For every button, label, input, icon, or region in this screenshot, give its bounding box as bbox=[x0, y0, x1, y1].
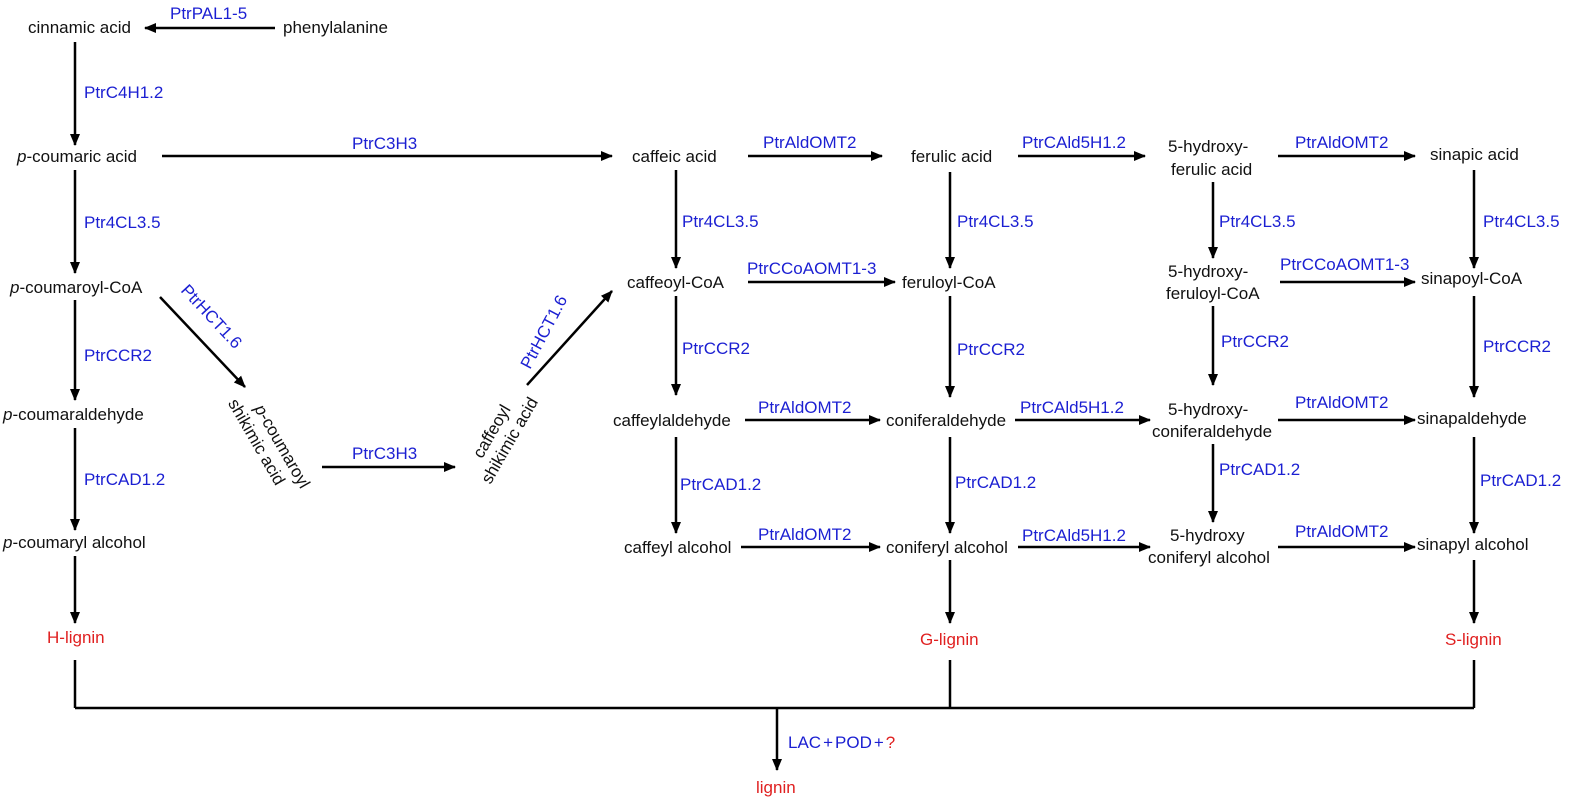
sinapoyl-coa-label: sinapoyl-CoA bbox=[1421, 269, 1523, 288]
hydroxy-coniferyl-alcohol-line2: coniferyl alcohol bbox=[1148, 548, 1270, 567]
enzyme-cad-3: PtrCAD1.2 bbox=[955, 473, 1036, 492]
enzyme-aldomt-4: PtrAldOMT2 bbox=[1295, 393, 1389, 412]
caffeoyl-coa-label: caffeoyl-CoA bbox=[627, 273, 725, 292]
p-coumaraldehyde-label: p-coumaraldehyde bbox=[2, 405, 144, 424]
enzyme-ccr-5: PtrCCR2 bbox=[1483, 337, 1551, 356]
sinapyl-alcohol-label: sinapyl alcohol bbox=[1417, 535, 1529, 554]
coniferyl-alcohol-label: coniferyl alcohol bbox=[886, 538, 1008, 557]
coniferaldehyde-label: coniferaldehyde bbox=[886, 411, 1006, 430]
enzyme-c3h-top: PtrC3H3 bbox=[352, 134, 417, 153]
p-coumaric-acid-label: p-coumaric acid bbox=[16, 147, 137, 166]
enzyme-cad-4: PtrCAD1.2 bbox=[1219, 460, 1300, 479]
enzyme-c4h: PtrC4H1.2 bbox=[84, 83, 163, 102]
enzyme-4cl-1: Ptr4CL3.5 bbox=[84, 213, 161, 232]
polymerization-enzymes: LAC+POD+? bbox=[788, 733, 895, 752]
ferulic-acid-label: ferulic acid bbox=[911, 147, 992, 166]
p-coumaryl-alcohol-label: p-coumaryl alcohol bbox=[2, 533, 146, 552]
enzyme-cald5h-1: PtrCAld5H1.2 bbox=[1022, 133, 1126, 152]
h-lignin-label: H-lignin bbox=[47, 628, 105, 647]
enzyme-aldomt-1: PtrAldOMT2 bbox=[763, 133, 857, 152]
arrow-coumaroylcoa-to-shikimate bbox=[159, 296, 246, 388]
enzyme-ccr-3: PtrCCR2 bbox=[957, 340, 1025, 359]
hydroxy-ferulic-acid-line1: 5-hydroxy- bbox=[1168, 137, 1248, 156]
enzyme-4cl-3: Ptr4CL3.5 bbox=[957, 212, 1034, 231]
enzyme-ccoaomt-2: PtrCCoAOMT1-3 bbox=[1280, 255, 1409, 274]
s-lignin-label: S-lignin bbox=[1445, 630, 1502, 649]
enzyme-aldomt-5: PtrAldOMT2 bbox=[758, 525, 852, 544]
enzyme-aldomt-6: PtrAldOMT2 bbox=[1295, 522, 1389, 541]
enzyme-cad-5: PtrCAD1.2 bbox=[1480, 471, 1561, 490]
enzyme-aldomt-2: PtrAldOMT2 bbox=[1295, 133, 1389, 152]
enzyme-ccr-1: PtrCCR2 bbox=[84, 346, 152, 365]
enzymes: PtrPAL1-5 PtrC4H1.2 PtrC3H3 PtrAldOMT2 P… bbox=[84, 4, 1561, 752]
metabolites: cinnamic acid phenylalanine p-coumaric a… bbox=[2, 18, 1529, 567]
enzyme-ccr-4: PtrCCR2 bbox=[1221, 332, 1289, 351]
hydroxy-feruloyl-coa-line2: feruloyl-CoA bbox=[1166, 284, 1260, 303]
p-coumaroyl-shikimic-acid-label: p-coumaroyl shikimic acid bbox=[224, 396, 314, 492]
enzyme-pal: PtrPAL1-5 bbox=[170, 4, 247, 23]
enzyme-4cl-4: Ptr4CL3.5 bbox=[1219, 212, 1296, 231]
enzyme-aldomt-3: PtrAldOMT2 bbox=[758, 398, 852, 417]
phenylalanine-label: phenylalanine bbox=[283, 18, 388, 37]
arrow-caffeoylshikimate-to-caffeoylcoa bbox=[526, 290, 613, 386]
caffeylaldehyde-label: caffeylaldehyde bbox=[613, 411, 731, 430]
enzyme-4cl-5: Ptr4CL3.5 bbox=[1483, 212, 1560, 231]
enzyme-c3h-bottom: PtrC3H3 bbox=[352, 444, 417, 463]
enzyme-cald5h-3: PtrCAld5H1.2 bbox=[1022, 526, 1126, 545]
hydroxy-ferulic-acid-line2: ferulic acid bbox=[1171, 160, 1252, 179]
g-lignin-label: G-lignin bbox=[920, 630, 979, 649]
enzyme-hct-1: PtrHCT1.6 bbox=[177, 281, 246, 353]
sinapaldehyde-label: sinapaldehyde bbox=[1417, 409, 1527, 428]
enzyme-hct-2: PtrHCT1.6 bbox=[517, 292, 571, 372]
enzyme-cald5h-2: PtrCAld5H1.2 bbox=[1020, 398, 1124, 417]
enzyme-ccr-2: PtrCCR2 bbox=[682, 339, 750, 358]
hydroxy-coniferaldehyde-line1: 5-hydroxy- bbox=[1168, 400, 1248, 419]
feruloyl-coa-label: feruloyl-CoA bbox=[902, 273, 996, 292]
caffeoyl-shikimic-acid-label: caffeoyl shikimic acid bbox=[469, 394, 542, 487]
enzyme-ccoaomt-1: PtrCCoAOMT1-3 bbox=[747, 259, 876, 278]
lignin-label: lignin bbox=[756, 778, 796, 797]
cinnamic-acid-label: cinnamic acid bbox=[28, 18, 131, 37]
enzyme-cad-2: PtrCAD1.2 bbox=[680, 475, 761, 494]
hydroxy-coniferaldehyde-line2: coniferaldehyde bbox=[1152, 422, 1272, 441]
enzyme-4cl-2: Ptr4CL3.5 bbox=[682, 212, 759, 231]
arrows bbox=[70, 23, 1479, 624]
sinapic-acid-label: sinapic acid bbox=[1430, 145, 1519, 164]
enzyme-cad-1: PtrCAD1.2 bbox=[84, 470, 165, 489]
caffeyl-alcohol-label: caffeyl alcohol bbox=[624, 538, 731, 557]
hydroxy-coniferyl-alcohol-line1: 5-hydroxy bbox=[1170, 526, 1245, 545]
p-coumaroyl-coa-label: p-coumaroyl-CoA bbox=[9, 278, 143, 297]
caffeic-acid-label: caffeic acid bbox=[632, 147, 717, 166]
hydroxy-feruloyl-coa-line1: 5-hydroxy- bbox=[1168, 262, 1248, 281]
lignins: H-lignin G-lignin S-lignin lignin bbox=[47, 628, 1502, 797]
polymerization-lines bbox=[73, 660, 1476, 771]
